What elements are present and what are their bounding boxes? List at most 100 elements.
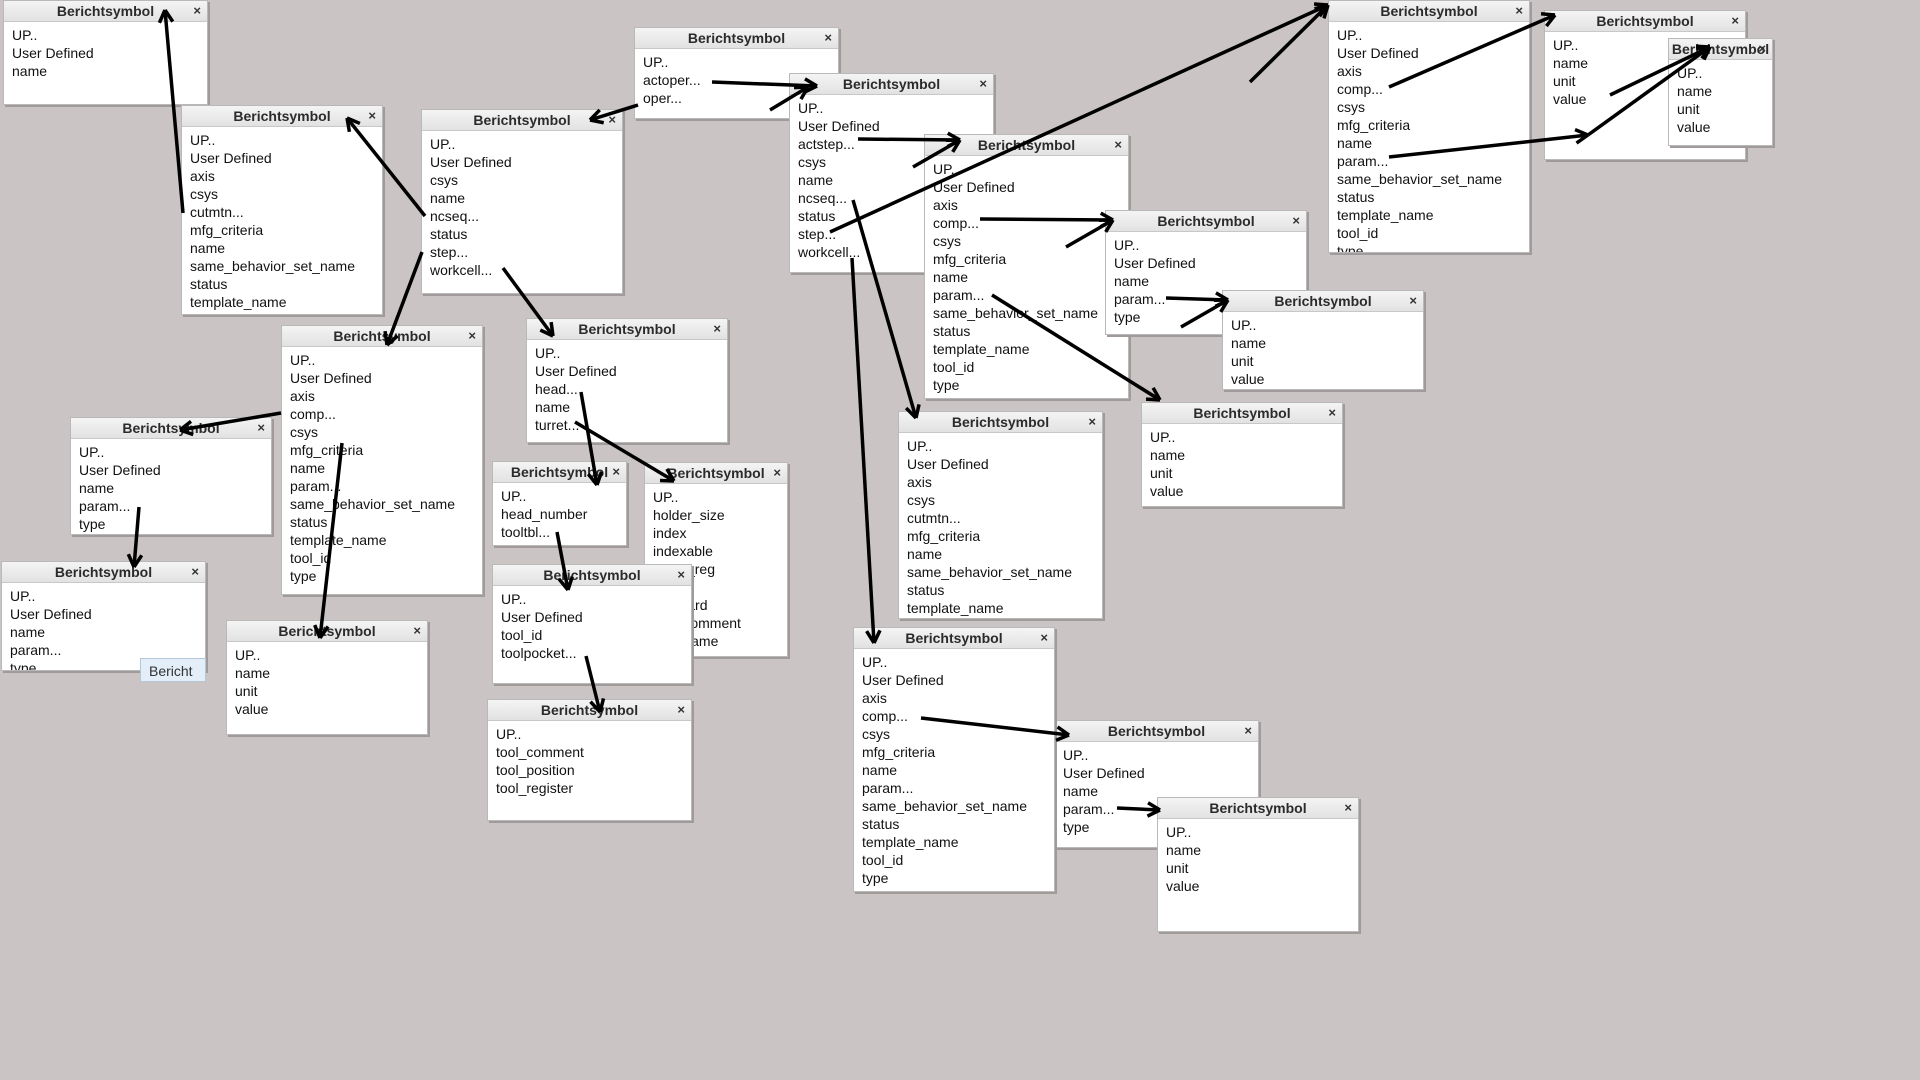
attribute-item[interactable]: User Defined [12,45,94,61]
attribute-item[interactable]: oper... [643,90,682,106]
attribute-item[interactable]: template_name [190,294,287,310]
attribute-item[interactable]: unit [1553,73,1576,89]
close-icon[interactable]: × [1328,405,1336,420]
attribute-item[interactable]: param... [1337,153,1389,169]
attribute-item[interactable]: name [535,399,571,415]
attribute-item[interactable]: UP.. [1337,27,1363,43]
window-title-bar[interactable]: Berichtsymbol× [527,319,727,340]
attribute-item[interactable]: value [1677,119,1711,135]
close-icon[interactable]: × [191,564,199,579]
attribute-item[interactable]: csys [907,492,935,508]
attribute-item[interactable]: csys [1337,99,1365,115]
close-icon[interactable]: × [824,30,832,45]
attribute-item[interactable]: tool_id [933,359,975,375]
window-title-bar[interactable]: Berichtsymbol× [4,1,207,22]
attribute-item[interactable]: axis [290,388,315,404]
window-title-bar[interactable]: Berichtsymbol× [790,74,993,95]
attribute-item[interactable]: tool_comment [496,744,584,760]
attribute-item[interactable]: param... [1063,801,1115,817]
attribute-item[interactable]: UP.. [1677,65,1703,81]
attribute-item[interactable]: csys [798,154,826,170]
attribute-item[interactable]: name [235,665,271,681]
attribute-item[interactable]: name [933,269,969,285]
close-icon[interactable]: × [1244,723,1252,738]
attribute-item[interactable]: unit [235,683,258,699]
window-title-bar[interactable]: Berichtsymbol× [2,562,205,583]
attribute-item[interactable]: param... [933,287,985,303]
attribute-item[interactable]: UP.. [501,591,527,607]
window-title-bar[interactable]: Berichtsymbol× [645,463,787,484]
attribute-item[interactable]: UP.. [10,588,36,604]
window-title-bar[interactable]: Berichtsymbol× [1669,39,1772,60]
attribute-item[interactable]: name [290,460,326,476]
attribute-item[interactable]: same_behavior_set_name [1337,171,1502,187]
attribute-item[interactable]: template_name [933,341,1030,357]
close-icon[interactable]: × [1731,13,1739,28]
window-title-bar[interactable]: Berichtsymbol× [71,418,271,439]
attribute-item[interactable]: param... [79,498,131,514]
attribute-item[interactable]: User Defined [430,154,512,170]
attribute-item[interactable]: type [933,377,960,393]
close-icon[interactable]: × [979,76,987,91]
window-title-bar[interactable]: Berichtsymbol× [488,700,691,721]
attribute-item[interactable]: head... [535,381,578,397]
attribute-item[interactable]: status [1337,189,1375,205]
attribute-item[interactable]: ncseq... [430,208,480,224]
attribute-item[interactable]: type [10,660,37,671]
attribute-item[interactable]: name [862,762,898,778]
attribute-item[interactable]: name [190,240,226,256]
attribute-item[interactable]: mfg_criteria [190,222,264,238]
attribute-item[interactable]: User Defined [1337,45,1419,61]
attribute-item[interactable]: UP.. [501,488,527,504]
attribute-item[interactable]: User Defined [10,606,92,622]
attribute-item[interactable]: UP.. [1063,747,1089,763]
attribute-item[interactable]: UP.. [1150,429,1176,445]
close-icon[interactable]: × [368,108,376,123]
attribute-item[interactable]: UP.. [190,132,216,148]
close-icon[interactable]: × [1515,3,1523,18]
attribute-item[interactable]: step... [430,244,469,260]
attribute-item[interactable]: status [933,323,971,339]
attribute-item[interactable]: UP.. [653,489,679,505]
window-title-bar[interactable]: Berichtsymbol× [422,110,622,131]
window-title-bar[interactable]: Berichtsymbol× [282,326,482,347]
attribute-item[interactable]: mfg_criteria [1337,117,1411,133]
attribute-item[interactable]: UP.. [235,647,261,663]
attribute-item[interactable]: User Defined [907,456,989,472]
attribute-item[interactable]: param... [862,780,914,796]
attribute-item[interactable]: name [12,63,48,79]
attribute-item[interactable]: name [907,546,943,562]
attribute-item[interactable]: User Defined [1114,255,1196,271]
attribute-item[interactable]: name [430,190,466,206]
window-title-bar[interactable]: Berichtsymbol× [493,565,691,586]
close-icon[interactable]: × [713,321,721,336]
attribute-item[interactable]: value [1166,878,1200,894]
attribute-item[interactable]: indexable [653,543,713,559]
attribute-item[interactable]: mfg_criteria [290,442,364,458]
attribute-item[interactable]: User Defined [798,118,880,134]
attribute-item[interactable]: name [1677,83,1713,99]
attribute-item[interactable]: cutmtn... [190,204,244,220]
attribute-item[interactable]: tool_register [496,780,574,796]
attribute-item[interactable]: type [290,568,317,584]
attribute-item[interactable]: name [1166,842,1202,858]
close-icon[interactable]: × [1344,800,1352,815]
attribute-item[interactable]: name [798,172,834,188]
attribute-item[interactable]: UP.. [1553,37,1579,53]
attribute-item[interactable]: same_behavior_set_name [907,564,1072,580]
attribute-item[interactable]: tool_id [1337,225,1379,241]
close-icon[interactable]: × [1114,137,1122,152]
attribute-item[interactable]: name [1114,273,1150,289]
attribute-item[interactable]: comp... [933,215,979,231]
attribute-item[interactable]: UP.. [1114,237,1140,253]
close-icon[interactable]: × [193,3,201,18]
attribute-item[interactable]: UP.. [643,54,669,70]
attribute-item[interactable]: actoper... [643,72,701,88]
attribute-item[interactable]: index [653,525,687,541]
window-title-bar[interactable]: Berichtsymbol× [1158,798,1358,819]
attribute-item[interactable]: workcell... [798,244,861,260]
